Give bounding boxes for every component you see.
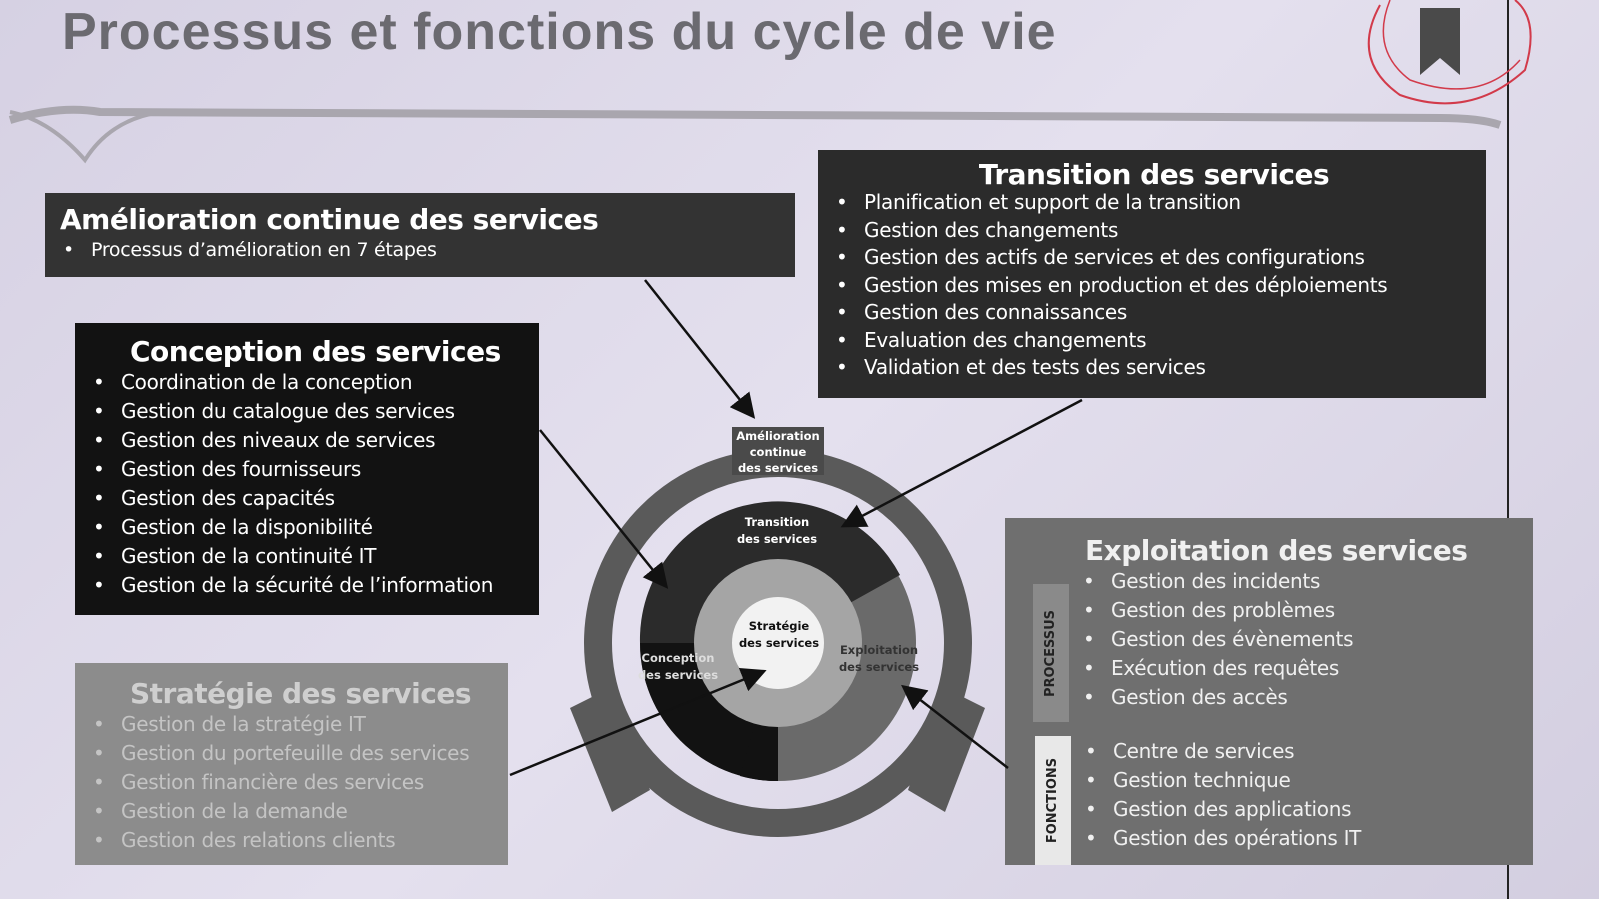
list-item: Gestion des applications xyxy=(1067,795,1533,824)
transition-box: Transition des services Planification et… xyxy=(818,150,1486,398)
exploitation-box: Exploitation des services PROCESSUS FONC… xyxy=(1005,518,1533,865)
processus-tag: PROCESSUS xyxy=(1033,584,1069,722)
list-item: Exécution des requêtes xyxy=(1065,654,1533,683)
list-item: Gestion des actifs de services et des co… xyxy=(818,244,1486,272)
list-item: Gestion financière des services xyxy=(75,768,508,797)
page-title: Processus et fonctions du cycle de vie xyxy=(62,3,1057,61)
strategie-box: Stratégie des services Gestion de la str… xyxy=(75,663,508,865)
list-item: Gestion des connaissances xyxy=(818,299,1486,327)
list-item: Gestion des changements xyxy=(818,217,1486,245)
list-item: Gestion des opérations IT xyxy=(1067,824,1533,853)
list-item: Gestion de la demande xyxy=(75,797,508,826)
list-item: Gestion des niveaux de services xyxy=(75,426,539,455)
transition-title: Transition des services xyxy=(978,158,1330,191)
inner-phases xyxy=(639,501,916,782)
connector-arrows xyxy=(509,279,1083,777)
list-item: Gestion des mises en production et des d… xyxy=(818,272,1486,300)
csi-ring xyxy=(570,427,985,837)
list-item: Gestion de la sécurité de l’information xyxy=(75,571,539,600)
bookmark-icon xyxy=(1367,0,1532,105)
conception-title: Conception des services xyxy=(130,335,501,368)
list-item: Gestion technique xyxy=(1067,766,1533,795)
fonctions-tag: FONCTIONS xyxy=(1035,736,1071,865)
list-item: Evaluation des changements xyxy=(818,327,1486,355)
list-item: Centre de services xyxy=(1067,737,1533,766)
list-item: Planification et support de la transitio… xyxy=(818,189,1486,217)
list-item: Gestion des fournisseurs xyxy=(75,455,539,484)
amelioration-box: Amélioration continue des services Proce… xyxy=(45,193,795,277)
list-item: Gestion du portefeuille des services xyxy=(75,739,508,768)
list-item: Gestion des problèmes xyxy=(1065,596,1533,625)
list-item: Gestion de la continuité IT xyxy=(75,542,539,571)
list-item: Gestion du catalogue des services xyxy=(75,397,539,426)
list-item: Processus d’amélioration en 7 étapes xyxy=(45,236,795,265)
list-item: Gestion de la disponibilité xyxy=(75,513,539,542)
conception-box: Conception des services Coordination de … xyxy=(75,323,539,615)
list-item: Validation et des tests des services xyxy=(818,354,1486,382)
exploitation-title: Exploitation des services xyxy=(1085,534,1468,567)
list-item: Gestion des relations clients xyxy=(75,826,508,855)
amelioration-title: Amélioration continue des services xyxy=(60,203,599,236)
strategie-title: Stratégie des services xyxy=(130,677,472,710)
list-item: Gestion des incidents xyxy=(1065,567,1533,596)
list-item: Coordination de la conception xyxy=(75,368,539,397)
list-item: Gestion des capacités xyxy=(75,484,539,513)
list-item: Gestion des évènements xyxy=(1065,625,1533,654)
list-item: Gestion de la stratégie IT xyxy=(75,710,508,739)
list-item: Gestion des accès xyxy=(1065,683,1533,712)
